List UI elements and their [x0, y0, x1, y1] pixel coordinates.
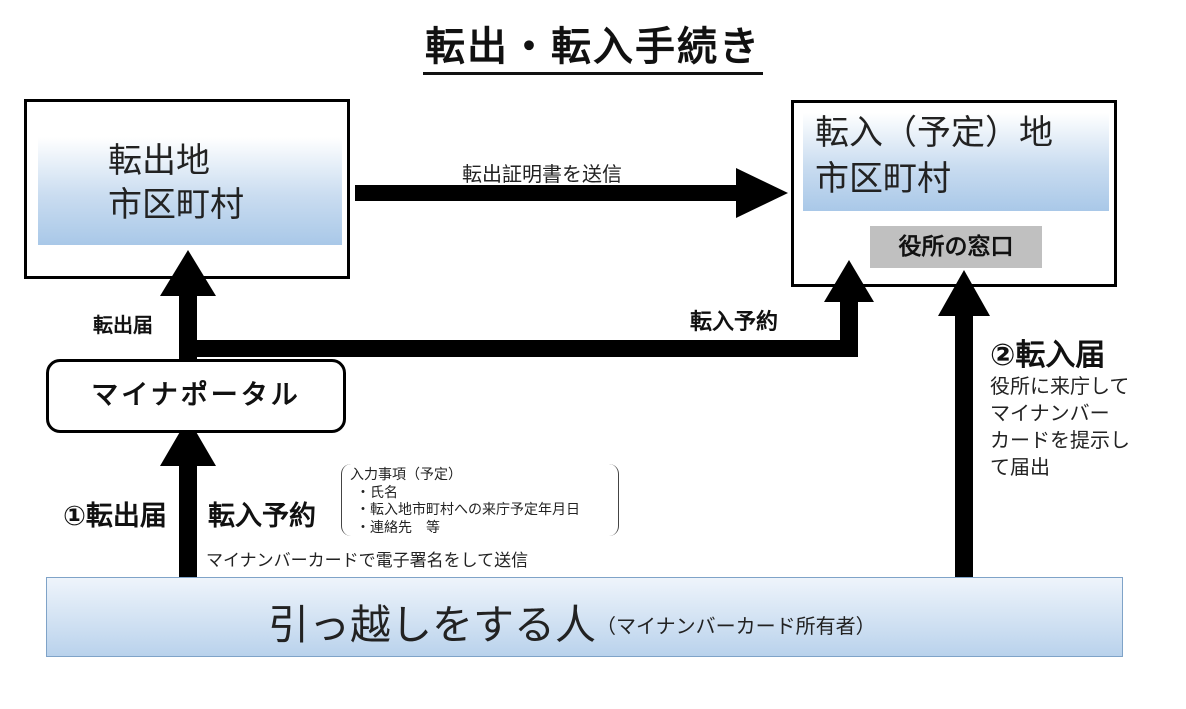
step2-desc-line: 役所に来庁して [990, 374, 1130, 398]
send-certificate-arrow-shaft [355, 185, 741, 201]
input-item: ・氏名 [356, 485, 398, 501]
to-office-line2: 市区町村 [815, 159, 951, 199]
to-office-line1: 転入（予定）地 [815, 113, 1053, 153]
person-to-portal-arrow-head [160, 418, 216, 466]
person-to-counter-arrow-shaft [955, 312, 973, 592]
send-certificate-arrow-head [736, 168, 788, 218]
reservation-arrow-vertical [840, 298, 858, 357]
reservation-arrow-head [824, 260, 874, 302]
moving-person-box [46, 577, 1123, 657]
input-item: ・連絡先 等 [356, 520, 440, 536]
moving-person-label: 引っ越しをする人 [268, 601, 596, 649]
person-to-portal-arrow-shaft [179, 462, 197, 592]
input-items-brace [341, 464, 619, 536]
from-office-line1: 転出地 [108, 141, 210, 181]
input-items-title: 入力事項（予定） [350, 467, 462, 483]
step2-desc-line: て届出 [990, 455, 1050, 479]
to-office-gradient [803, 113, 1109, 211]
step2-description: 役所に来庁して マイナンバー カードを提示し て届出 [990, 373, 1130, 481]
tenshutsu-todoke-label: 転出届 [93, 313, 153, 337]
step1-yoyaku-label: 転入予約 [208, 501, 316, 532]
tennyu-yoyaku-label: 転入予約 [690, 310, 779, 335]
step2-tennyu-label: ②転入届 [990, 338, 1106, 373]
portal-to-from-arrow-head [160, 250, 216, 296]
step2-desc-line: マイナンバー [990, 401, 1110, 425]
page-title: 転出・転入手続き [0, 14, 1186, 75]
myna-portal-box: マイナポータル [46, 359, 346, 433]
step2-desc-line: カードを提示し [990, 428, 1130, 452]
moving-person-sublabel: （マイナンバーカード所有者） [596, 614, 876, 638]
reservation-arrow-horizontal [188, 340, 856, 357]
from-office-line2: 市区町村 [108, 185, 244, 225]
sign-and-send-label: マイナンバーカードで電子署名をして送信 [206, 551, 529, 571]
from-office-gradient [38, 137, 342, 245]
input-item: ・転入地市町村への来庁予定年月日 [356, 502, 580, 518]
send-certificate-label: 転出証明書を送信 [462, 162, 622, 186]
office-counter-label: 役所の窓口 [870, 226, 1042, 268]
person-to-counter-arrow-head [938, 270, 990, 316]
step1-tenshutsu-label: ①転出届 [63, 501, 167, 532]
